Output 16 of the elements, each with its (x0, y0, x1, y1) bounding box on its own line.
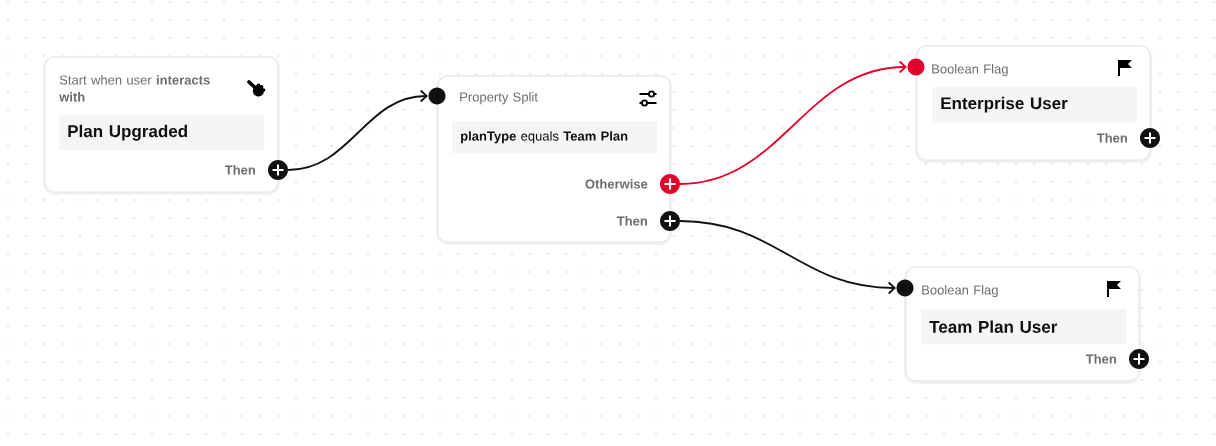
arrow (679, 60, 907, 185)
card-title: Property Split (460, 92, 538, 105)
card-title: Start when user interacts with (59, 75, 210, 102)
value-box: Enterprise User (932, 87, 1138, 123)
card-title: Boolean Flag (922, 285, 998, 298)
value-box: Team Plan User (921, 309, 1127, 345)
branch-label: Then (616, 216, 647, 226)
arrow (287, 89, 428, 171)
value-box: planType equals Team Plan (452, 121, 658, 154)
value-box: Plan Upgraded (59, 115, 265, 151)
arrow (679, 220, 896, 295)
branch-label: Then (1096, 133, 1127, 143)
card-title: Boolean Flag (932, 64, 1008, 77)
branch-label: Then (1085, 354, 1116, 364)
branch-label: Otherwise (585, 179, 648, 189)
branch-label: Then (224, 165, 255, 175)
